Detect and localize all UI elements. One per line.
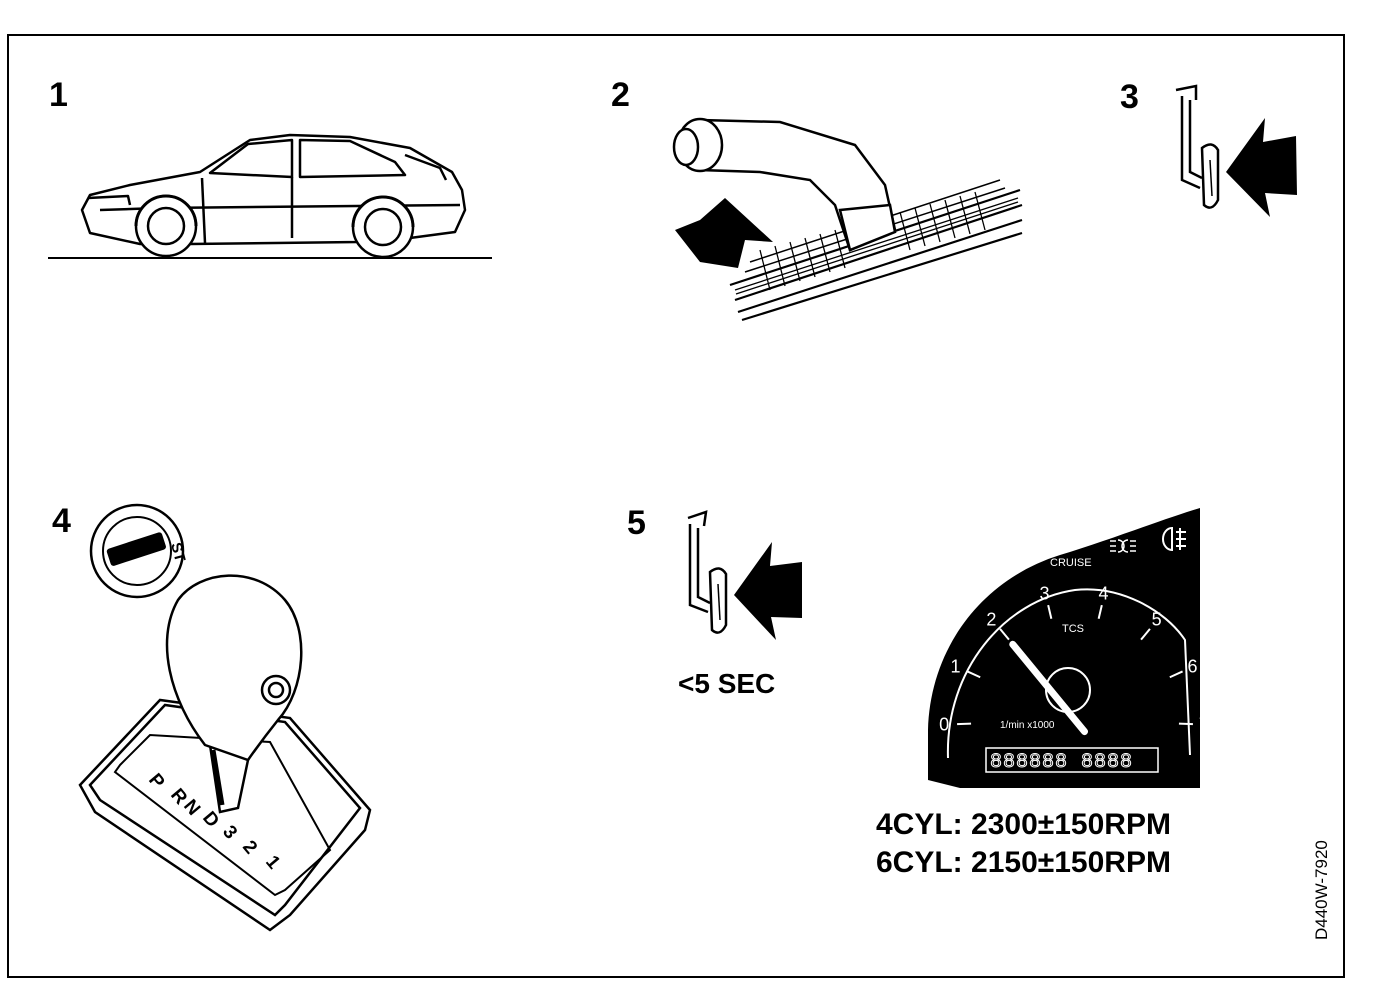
- tachometer-tick-label: 3: [1039, 583, 1049, 603]
- tachometer-tick: [1140, 628, 1151, 641]
- step-number-4: 4: [52, 502, 71, 540]
- tcs-indicator-label: TCS: [1062, 623, 1084, 635]
- spec-line-4cyl: 4CYL: 2300±150RPM: [876, 810, 1171, 840]
- gear-selector: P R N D 3 2 1: [78, 574, 372, 932]
- tachometer-tick-label: 0: [939, 715, 949, 735]
- tachometer-tick: [1047, 604, 1053, 619]
- rear-fog-light-icon: [1162, 526, 1186, 552]
- tachometer-tick: [1169, 670, 1183, 679]
- tachometer-tick: [967, 670, 981, 679]
- spec-line-6cyl: 6CYL: 2150±150RPM: [876, 848, 1171, 878]
- tachometer-tick: [1097, 604, 1103, 619]
- tachometer-cluster: 0 1 2 3 4 5 6 7 1/min x1000 CRUISE TCS 888888 8…: [928, 508, 1209, 788]
- tachometer-needle: [1009, 640, 1089, 736]
- ignition-st-label: ST: [167, 541, 188, 564]
- tachometer-tick-label: 1: [951, 657, 961, 677]
- tachometer-tick-label: 2: [986, 610, 996, 630]
- parking-brake-lever: [672, 117, 1023, 322]
- step-number-5: 5: [627, 504, 646, 542]
- tachometer-ticks: [957, 604, 1193, 726]
- spec-4cyl-value: 2300±150RPM: [971, 808, 1171, 841]
- spec-4cyl-label: 4CYL:: [876, 808, 963, 841]
- step-number-1: 1: [49, 76, 68, 114]
- figure-frame: [7, 34, 1345, 978]
- tachometer-tick-label: 5: [1152, 610, 1162, 630]
- tachometer-hub: [1045, 667, 1091, 713]
- step-number-3: 3: [1120, 78, 1139, 116]
- car-side-view: [48, 133, 492, 259]
- accelerator-pedal-press: [687, 510, 802, 640]
- tachometer-tick-label: 6: [1187, 657, 1197, 677]
- tachometer-tick-label: 7: [1199, 715, 1209, 735]
- headlight-icon: [1110, 539, 1136, 553]
- tachometer-unit-label: 1/min x1000: [1000, 720, 1055, 731]
- odometer-digits: 888888 8888: [990, 751, 1133, 774]
- spec-6cyl-label: 6CYL:: [876, 846, 963, 879]
- spec-6cyl-value: 2150±150RPM: [971, 846, 1171, 879]
- step-5-duration-caption: <5 SEC: [678, 668, 775, 699]
- brake-pedal-press: [1175, 84, 1297, 217]
- document-code: D440W-7920: [1312, 840, 1331, 940]
- ignition-switch: ST: [89, 503, 188, 599]
- step-number-2: 2: [611, 76, 630, 114]
- tachometer-tick: [999, 628, 1010, 641]
- odometer-display: [985, 747, 1159, 773]
- tachometer-tick-label: 4: [1099, 583, 1109, 603]
- cruise-indicator-label: CRUISE: [1050, 557, 1092, 569]
